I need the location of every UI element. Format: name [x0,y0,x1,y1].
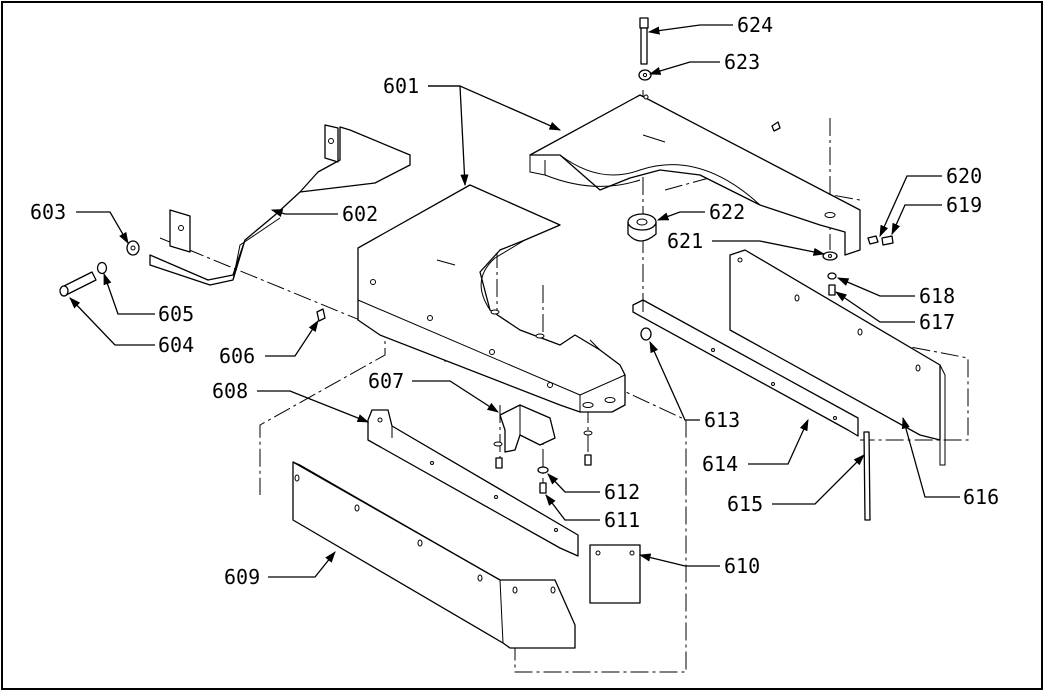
label-603: 603 [30,200,66,224]
part-613-nut [640,327,652,341]
label-615: 615 [727,492,763,516]
leader-lines [69,24,960,578]
label-605: 605 [158,302,194,326]
part-622-roller [627,213,657,242]
part-607-bracket [493,404,593,469]
part-624-bolt [639,17,649,65]
label-620: 620 [946,164,982,188]
part-615-blade [863,431,871,521]
part-609-panel [292,461,576,649]
label-602: 602 [342,202,378,226]
label-609: 609 [224,565,260,589]
label-616: 616 [963,485,999,509]
label-623: 623 [724,50,760,74]
label-617: 617 [919,310,955,334]
label-607: 607 [368,369,404,393]
part-labels: 601 602 603 604 605 606 607 608 609 610 … [30,13,999,589]
part-614-strip [632,299,859,437]
parts-603-605-604-fasteners [59,240,140,297]
label-612: 612 [604,480,640,504]
label-604: 604 [158,333,194,357]
label-624: 624 [737,13,773,37]
part-601-cover-left [357,184,626,413]
label-618: 618 [919,284,955,308]
part-608-angle [367,409,579,557]
label-610: 610 [724,554,760,578]
part-616-panel [729,249,946,466]
parts-612-611 [537,466,549,494]
label-601: 601 [383,74,419,98]
parts-621-618-617 [822,251,838,296]
label-621: 621 [667,229,703,253]
part-623-washer [638,69,652,81]
label-608: 608 [212,379,248,403]
label-613: 613 [704,408,740,432]
label-606: 606 [219,344,255,368]
label-619: 619 [946,193,982,217]
parts-620-619-screws [867,235,894,246]
part-610-plate [589,544,641,604]
label-622: 622 [709,200,745,224]
part-602-bracket [149,124,411,286]
part-601-cover-right [529,94,861,256]
label-611: 611 [604,508,640,532]
part-606-screw [316,308,326,322]
label-614: 614 [702,452,738,476]
